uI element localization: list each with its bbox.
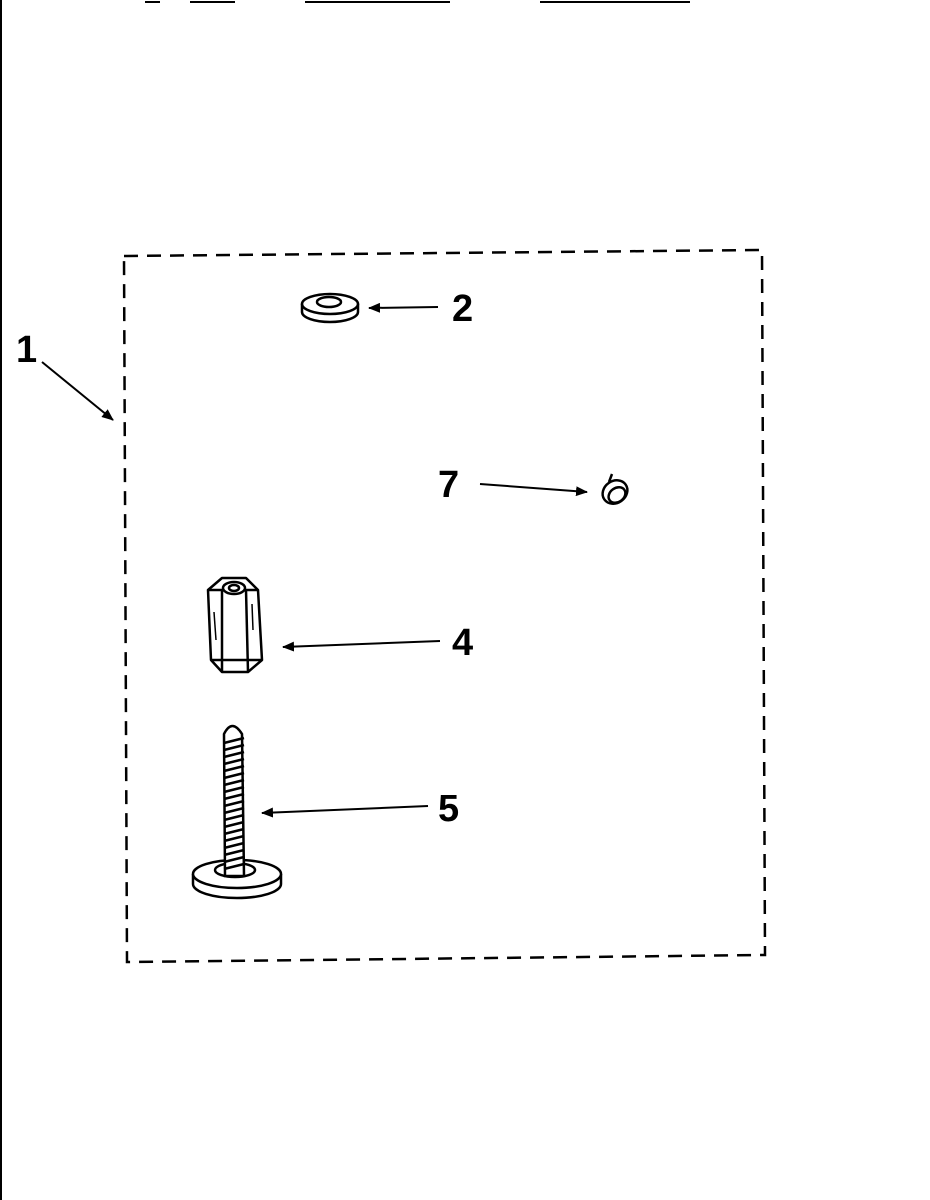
clip-part — [601, 473, 629, 505]
callout-washer: 2 — [452, 288, 473, 330]
leader-screw — [261, 805, 429, 818]
callout-clip: 7 — [438, 464, 459, 506]
screw-threads — [223, 736, 245, 871]
leader-clip — [479, 483, 588, 497]
spacer-part — [206, 576, 264, 674]
leader-washer — [368, 302, 439, 313]
callout-kit: 1 — [16, 329, 37, 371]
callout-screw: 5 — [438, 788, 459, 830]
kit-boundary — [122, 248, 767, 964]
leader-spacer — [282, 640, 441, 652]
washer-part — [300, 292, 360, 324]
callout-spacer: 4 — [452, 622, 473, 664]
leader-kit — [41, 361, 114, 421]
